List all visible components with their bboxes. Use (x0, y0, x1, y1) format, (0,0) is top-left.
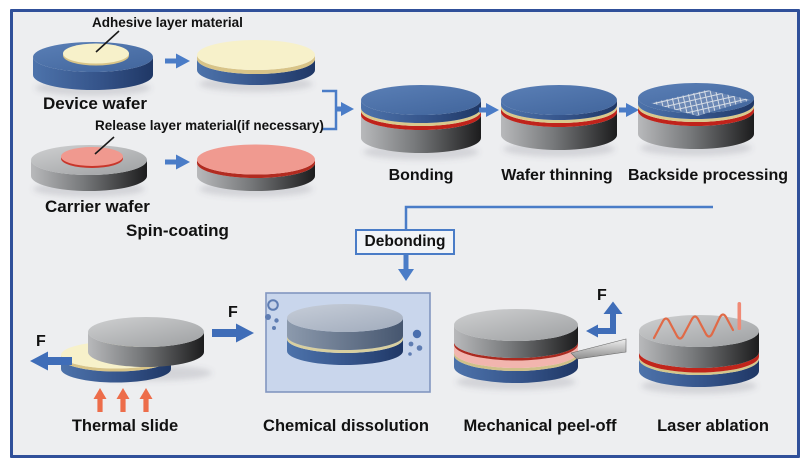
force-label-thermal-right: F (228, 304, 238, 321)
arrow-device-to-coated-icon (165, 53, 190, 69)
force-left-arrow-icon (30, 351, 72, 371)
arrow-bracket-to-bonding-icon (337, 102, 354, 116)
laser-beam-icon (737, 302, 742, 330)
adhesive-pointer-line (95, 30, 120, 53)
bonding-bracket (322, 89, 338, 131)
arrow-thinning-to-backside-icon (619, 103, 639, 117)
thermal-slide-graphic (30, 317, 254, 412)
arrow-carrier-to-coated-icon (165, 154, 190, 170)
chemical-dissolution-label: Chemical dissolution (263, 417, 429, 435)
arrow-bonding-to-thinning-icon (479, 103, 499, 117)
laser-ablation-label: Laser ablation (657, 417, 769, 435)
bubbles-icon (265, 299, 423, 356)
device-wafer-label: Device wafer (43, 94, 147, 113)
backside-processing-stack-graphic (638, 83, 754, 149)
force-right-arrow-icon (212, 323, 254, 343)
thermal-slide-label: Thermal slide (71, 417, 179, 435)
debonding-box: Debonding (355, 229, 455, 255)
bonding-stack-graphic (361, 85, 481, 153)
peel-force-arrow-icon (586, 301, 623, 338)
release-pointer-line (94, 136, 115, 155)
carrier-wafer-graphic (31, 136, 147, 191)
mechanical-peel-off-graphic (454, 301, 627, 383)
wafer-thinning-stack-graphic (501, 85, 617, 150)
release-layer-label: Release layer material(if necessary) (95, 118, 324, 133)
backside-processing-label: Backside processing (627, 167, 789, 184)
adhesive-layer-label: Adhesive layer material (92, 15, 243, 30)
chemical-dissolution-graphic (265, 292, 431, 393)
carrier-wafer-label: Carrier wafer (45, 197, 150, 216)
laser-scan-path-icon (652, 313, 735, 340)
debonding-down-arrow-icon (398, 253, 414, 281)
device-wafer-graphic (33, 30, 153, 90)
coated-device-wafer-graphic (197, 40, 315, 85)
heat-arrows-icon (93, 388, 153, 412)
coated-carrier-wafer-graphic (197, 144, 315, 191)
spin-coating-label: Spin-coating (126, 221, 229, 240)
force-label-thermal-left: F (36, 333, 46, 350)
bonding-label: Bonding (388, 167, 454, 184)
mechanical-peel-off-label: Mechanical peel-off (463, 417, 617, 435)
wafer-thinning-label: Wafer thinning (501, 167, 613, 184)
laser-ablation-graphic (639, 302, 759, 387)
force-label-peel: F (597, 287, 607, 304)
debonding-connector-line (404, 205, 713, 229)
debonding-label: Debonding (364, 233, 446, 250)
peel-blade-icon (570, 338, 627, 360)
